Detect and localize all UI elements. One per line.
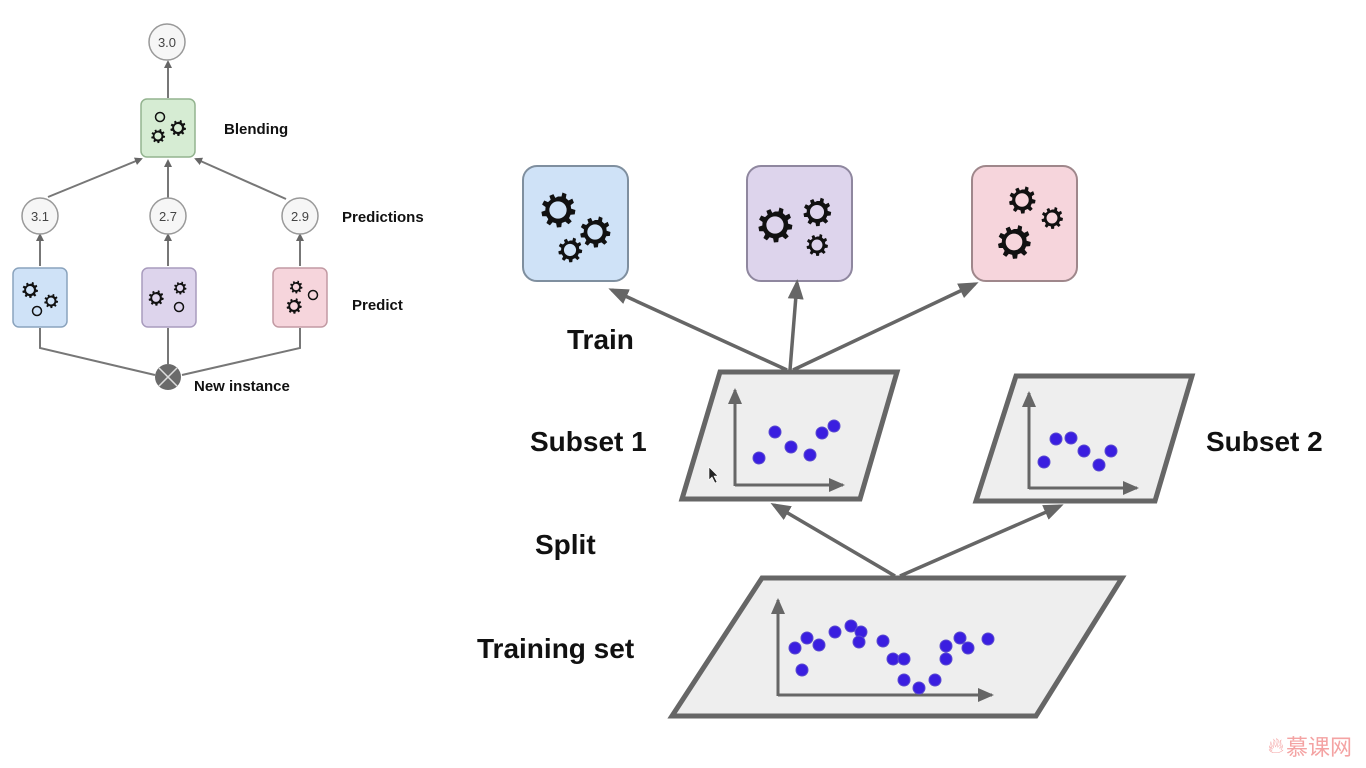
right-bagging-diagram: Train Subset 1 Subset 2 Split Traini <box>477 165 1323 719</box>
arrow-prediction-1 <box>47 157 143 198</box>
split-arrow-1 <box>770 502 896 578</box>
data-point <box>827 419 841 433</box>
label-split: Split <box>535 529 596 560</box>
data-point <box>800 631 814 645</box>
model-box-1 <box>522 165 629 282</box>
training-set-panel <box>667 575 1127 719</box>
data-point <box>784 440 798 454</box>
data-point <box>828 625 842 639</box>
final-prediction-value: 3.0 <box>158 35 176 50</box>
gears-icon <box>286 280 319 315</box>
train-arrow-1 <box>608 288 788 372</box>
arrow-prediction-3 <box>194 157 287 200</box>
label-predictions: Predictions <box>342 209 424 226</box>
label-subset-2: Subset 2 <box>1206 426 1323 457</box>
gears-icon <box>22 281 59 317</box>
prediction-node-1: 3.1 <box>21 197 59 235</box>
data-point <box>1077 444 1091 458</box>
predictor-box-2 <box>141 267 197 328</box>
watermark-logo: 🔥︎ 慕课网 <box>1268 730 1352 762</box>
data-point <box>752 451 766 465</box>
new-instance-node <box>155 364 181 390</box>
label-training-set: Training set <box>477 633 634 664</box>
mouse-cursor-icon <box>708 466 719 484</box>
data-point <box>1037 455 1051 469</box>
subset-1-panel <box>678 369 901 502</box>
data-point <box>897 673 911 687</box>
subset-2-panel <box>972 373 1196 504</box>
watermark-text: 慕课网 <box>1285 736 1352 761</box>
gears-icon <box>148 281 187 313</box>
predictor-box-3 <box>272 267 328 328</box>
label-blending: Blending <box>224 121 288 138</box>
data-point <box>803 448 817 462</box>
left-blending-diagram: 3.0 Blending 3.1 2.7 2.9 Predictions <box>12 23 424 395</box>
data-point <box>928 673 942 687</box>
prediction-node-2: 2.7 <box>149 197 187 235</box>
model-box-2 <box>746 165 853 282</box>
data-point <box>768 425 782 439</box>
data-point <box>897 652 911 666</box>
label-train: Train <box>567 324 634 355</box>
data-point <box>852 635 866 649</box>
data-point <box>788 641 802 655</box>
data-point <box>876 634 890 648</box>
train-arrow-2 <box>787 279 804 371</box>
prediction-value-3: 2.9 <box>291 209 309 224</box>
data-point <box>815 426 829 440</box>
predictor-box-1 <box>12 267 68 328</box>
data-point <box>886 652 900 666</box>
data-point <box>1104 444 1118 458</box>
prediction-value-1: 3.1 <box>31 209 49 224</box>
label-subset-1: Subset 1 <box>530 426 647 457</box>
flame-icon: 🔥︎ <box>1267 733 1284 759</box>
model-box-3 <box>971 165 1078 282</box>
data-point <box>961 641 975 655</box>
split-arrow-2 <box>899 504 1064 578</box>
prediction-value-2: 2.7 <box>159 209 177 224</box>
prediction-node-3: 2.9 <box>281 197 319 235</box>
train-arrow-3 <box>792 282 979 372</box>
data-point <box>844 619 858 633</box>
blender-box <box>140 98 196 158</box>
data-point <box>981 632 995 646</box>
data-point <box>912 681 926 695</box>
data-point <box>939 652 953 666</box>
gears-icon <box>150 111 187 144</box>
data-point <box>953 631 967 645</box>
edge-instance-predictor-3 <box>181 328 301 376</box>
edge-instance-predictor-1 <box>39 328 156 376</box>
label-predict: Predict <box>352 297 403 314</box>
final-prediction-node: 3.0 <box>148 23 186 61</box>
data-point <box>1049 432 1063 446</box>
label-new-instance: New instance <box>194 378 290 395</box>
data-point <box>939 639 953 653</box>
data-point <box>812 638 826 652</box>
data-point <box>795 663 809 677</box>
data-point <box>1092 458 1106 472</box>
data-point <box>1064 431 1078 445</box>
